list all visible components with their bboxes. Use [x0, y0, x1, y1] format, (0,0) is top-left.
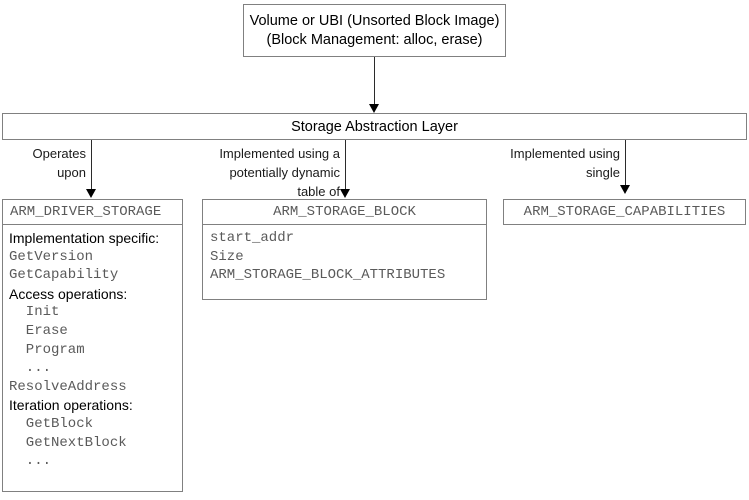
member-row: Init [9, 304, 60, 321]
arm-storage-block-members: start_addr Size ARM_STORAGE_BLOCK_ATTRIB… [203, 225, 486, 289]
member-row: Iteration operations: [9, 397, 133, 414]
member-row: Program [9, 341, 85, 358]
arm-storage-capabilities-box: ARM_STORAGE_CAPABILITIES [503, 199, 746, 225]
connector-sal-to-driver-line [91, 140, 92, 189]
connector-sal-to-capabilities-line [625, 140, 626, 185]
edge-label-implemented-using-single: Implemented using single [510, 146, 620, 180]
connector-volume-to-sal-arrowhead [369, 104, 379, 113]
connector-volume-to-sal-line [374, 57, 375, 104]
arm-storage-capabilities-title: ARM_STORAGE_CAPABILITIES [523, 204, 726, 220]
arm-driver-storage-box: ARM_DRIVER_STORAGE Implementation specif… [2, 199, 183, 492]
arm-storage-block-box: ARM_STORAGE_BLOCK start_addr Size ARM_ST… [202, 199, 487, 300]
storage-abstraction-layer-box: Storage Abstraction Layer [2, 113, 747, 140]
arm-storage-block-title: ARM_STORAGE_BLOCK [203, 200, 486, 225]
member-row: Implementation specific: [9, 230, 160, 246]
member-row: Erase [9, 322, 68, 339]
member-row: GetCapability [9, 267, 119, 284]
member-row: ... [9, 453, 52, 470]
member-row: ResolveAddress [9, 378, 127, 395]
connector-sal-to-capabilities-arrowhead [620, 185, 630, 194]
volume-ubi-line1: Volume or UBI (Unsorted Block Image) [249, 12, 500, 29]
volume-ubi-box: Volume or UBI (Unsorted Block Image) (Bl… [243, 4, 506, 57]
arm-driver-storage-title: ARM_DRIVER_STORAGE [3, 200, 182, 225]
connector-sal-to-block-line [345, 140, 346, 189]
edge-label-implemented-using-table: Implemented using a potentially dynamic … [219, 146, 340, 199]
connector-sal-to-block-arrowhead [340, 189, 350, 198]
member-row: ARM_STORAGE_BLOCK_ATTRIBUTES [210, 267, 446, 284]
member-row: GetVersion [9, 248, 94, 265]
storage-abstraction-layer-label: Storage Abstraction Layer [291, 118, 458, 135]
member-row: Size [210, 248, 244, 265]
member-row: GetNextBlock [9, 434, 127, 451]
member-row: start_addr [210, 230, 295, 246]
connector-sal-to-driver-arrowhead [86, 189, 96, 198]
arm-driver-storage-members: Implementation specific: GetVersion GetC… [3, 225, 182, 475]
member-row: Access operations: [9, 285, 128, 302]
edge-label-operates-upon: Operates upon [32, 146, 86, 180]
member-row: GetBlock [9, 415, 94, 432]
volume-ubi-line2: (Block Management: alloc, erase) [266, 31, 483, 48]
member-row: ... [9, 360, 52, 377]
